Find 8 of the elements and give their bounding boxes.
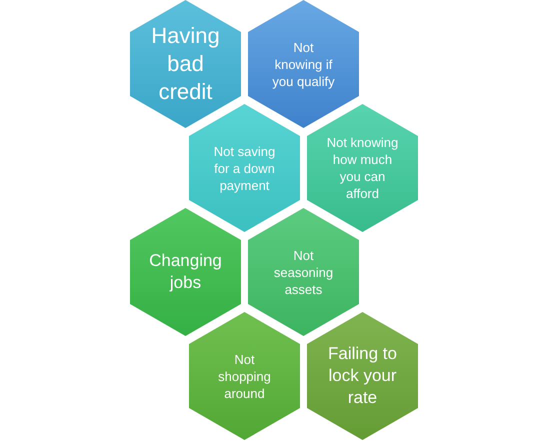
hexagon-label: Not shopping around: [217, 350, 272, 402]
hexagon-label: Not saving for a down payment: [212, 142, 276, 194]
hexagon-label: Not knowing how much you can afford: [326, 134, 400, 202]
hexagon-label: Not knowing if you qualify: [271, 38, 336, 90]
hexagon-label: Failing to lock your rate: [327, 343, 398, 409]
hexagon-label: Changing jobs: [148, 250, 223, 294]
hexagon-label: Not seasoning assets: [272, 246, 334, 298]
hexagon-label: Having bad credit: [150, 22, 221, 106]
